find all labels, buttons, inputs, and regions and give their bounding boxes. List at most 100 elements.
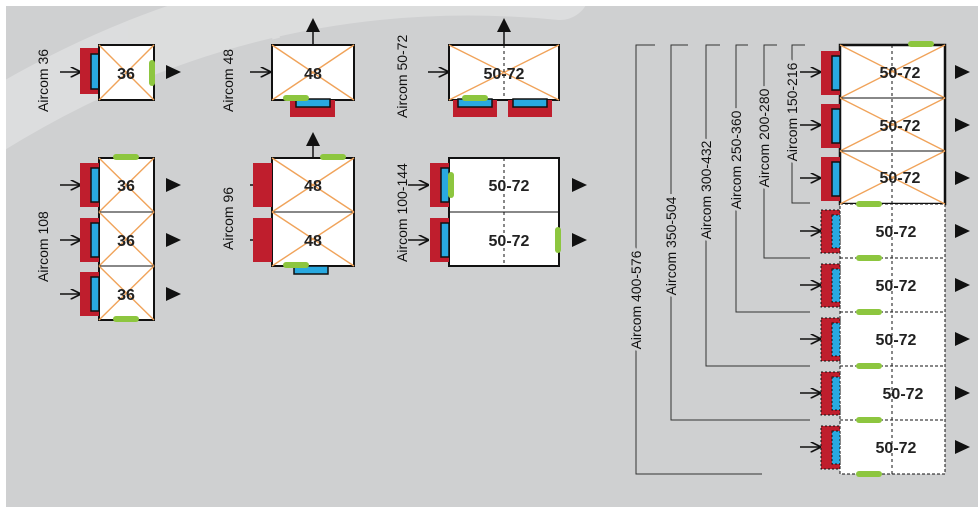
outlet-vent (149, 60, 155, 86)
stack-cell: 50-72 (408, 163, 587, 207)
outlet-arrow (572, 233, 587, 247)
unit-size-label: 50-72 (880, 118, 921, 135)
outlet-vent (283, 262, 309, 268)
cross-line (98, 44, 155, 101)
unit-size-label: 36 (117, 66, 135, 83)
cross-line (271, 157, 355, 213)
bracket-aircom-200-280 (763, 44, 810, 259)
unit-size-label: 48 (304, 178, 322, 195)
cross-line (98, 211, 155, 267)
unit-size-label: 48 (304, 66, 322, 83)
unit-size-label: 50-72 (876, 224, 917, 241)
outlet-vent (856, 309, 882, 315)
unit-size-label: 36 (117, 178, 135, 195)
outlet-vent (113, 316, 139, 322)
bracket-aircom-250-360 (735, 44, 810, 313)
stack-row: 50-72 (800, 317, 970, 362)
outlet-arrow (166, 287, 181, 301)
filter-panel (831, 376, 841, 411)
stack-row: 50-72 (800, 97, 970, 152)
filter-panel (512, 98, 548, 108)
filter-panel (831, 322, 841, 357)
unit-size-label: 50-72 (883, 386, 924, 403)
outlet-vent (856, 255, 882, 261)
aircom-100-144-unit: Aircom 100-144 50-72 50-72 (394, 157, 587, 267)
intake-hood (253, 218, 272, 262)
stack-row: 50-72 (800, 44, 970, 99)
filter-panel (831, 430, 841, 465)
stack-label-aircom-250-360: Aircom 250-360 (728, 110, 744, 209)
filter-panel (831, 214, 841, 249)
outlet-vent (283, 95, 309, 101)
outlet-arrow (955, 332, 970, 346)
stack-labels: Aircom 400-576 Aircom 350-504 Aircom 300… (625, 59, 803, 352)
aircom-108-label: Aircom 108 (35, 211, 51, 282)
stack-cell: 48 (250, 211, 355, 267)
modular-stack: Aircom 400-576 Aircom 350-504 Aircom 300… (625, 41, 970, 477)
bracket-aircom-400-576 (635, 44, 762, 475)
outlet-vent (448, 172, 454, 198)
aircom-96-label: Aircom 96 (220, 187, 236, 250)
unit-size-label: 50-72 (876, 440, 917, 457)
aircom-50-72-unit: Aircom 50-72 50-72 (394, 18, 560, 118)
stack-label-aircom-350-504: Aircom 350-504 (663, 196, 679, 295)
unit-size-label: 36 (117, 233, 135, 250)
stack-row: 50-72 (800, 263, 970, 308)
stack-cell: 50-72 (408, 218, 587, 262)
outlet-vent (555, 227, 561, 253)
bracket-lines (635, 44, 810, 475)
unit-size-label: 50-72 (489, 178, 530, 195)
stack-row: 50-72 (800, 371, 970, 416)
outlet-vent (113, 154, 139, 160)
stack-cell: 48 (250, 157, 355, 213)
outlet-vent (856, 363, 882, 369)
outlet-arrow (955, 386, 970, 400)
outlet-arrow (306, 18, 320, 32)
stack-outlet-vents (856, 41, 934, 477)
filter-panel (90, 222, 100, 258)
stack-label-aircom-150-216: Aircom 150-216 (784, 62, 800, 161)
filter-panel (90, 167, 100, 203)
outlet-vent (462, 95, 488, 101)
cross-line (271, 211, 355, 267)
filter-panel (293, 265, 329, 275)
outlet-arrow (497, 18, 511, 32)
cross-line (448, 44, 560, 101)
stack-row: 50-72 (800, 150, 970, 205)
unit-size-label: 36 (117, 287, 135, 304)
stack-label-aircom-400-576: Aircom 400-576 (628, 250, 644, 349)
cross-line (839, 150, 946, 205)
unit-size-label: 50-72 (880, 65, 921, 82)
filter-panel (440, 167, 450, 203)
filter-panel (831, 161, 841, 197)
bracket-aircom-300-432 (705, 44, 810, 367)
stack-label-aircom-300-432: Aircom 300-432 (698, 140, 714, 239)
bracket-aircom-150-216 (791, 44, 810, 204)
aircom-96-unit: Aircom 96 48 48 (220, 132, 355, 275)
unit-size-label: 50-72 (484, 66, 525, 83)
outlet-arrow (572, 178, 587, 192)
unit-size-label: 50-72 (876, 278, 917, 295)
filter-panel (440, 222, 450, 258)
cross-line (98, 157, 155, 213)
outlet-vent (856, 471, 882, 477)
unit-size-label: 48 (304, 233, 322, 250)
filter-panel (831, 55, 841, 91)
stack-label-aircom-200-280: Aircom 200-280 (756, 88, 772, 187)
cross-line (839, 97, 946, 152)
stack-row: 50-72 (800, 209, 970, 254)
outlet-arrow (955, 65, 970, 79)
stack-cell: 36 (60, 157, 181, 213)
outlet-arrow (955, 440, 970, 454)
outlet-arrow (955, 224, 970, 238)
aircom-48-label: Aircom 48 (220, 49, 236, 112)
aircom-36-label: Aircom 36 (35, 49, 51, 112)
cross-line (839, 44, 946, 99)
outlet-arrow (955, 278, 970, 292)
cross-line (271, 44, 355, 101)
unit-size-label: 50-72 (880, 170, 921, 187)
aircom-108-unit: Aircom 108 36 36 36 (35, 154, 181, 322)
stack-cell: 36 (60, 265, 181, 321)
aircom-36-unit: Aircom 36 36 (35, 44, 181, 112)
